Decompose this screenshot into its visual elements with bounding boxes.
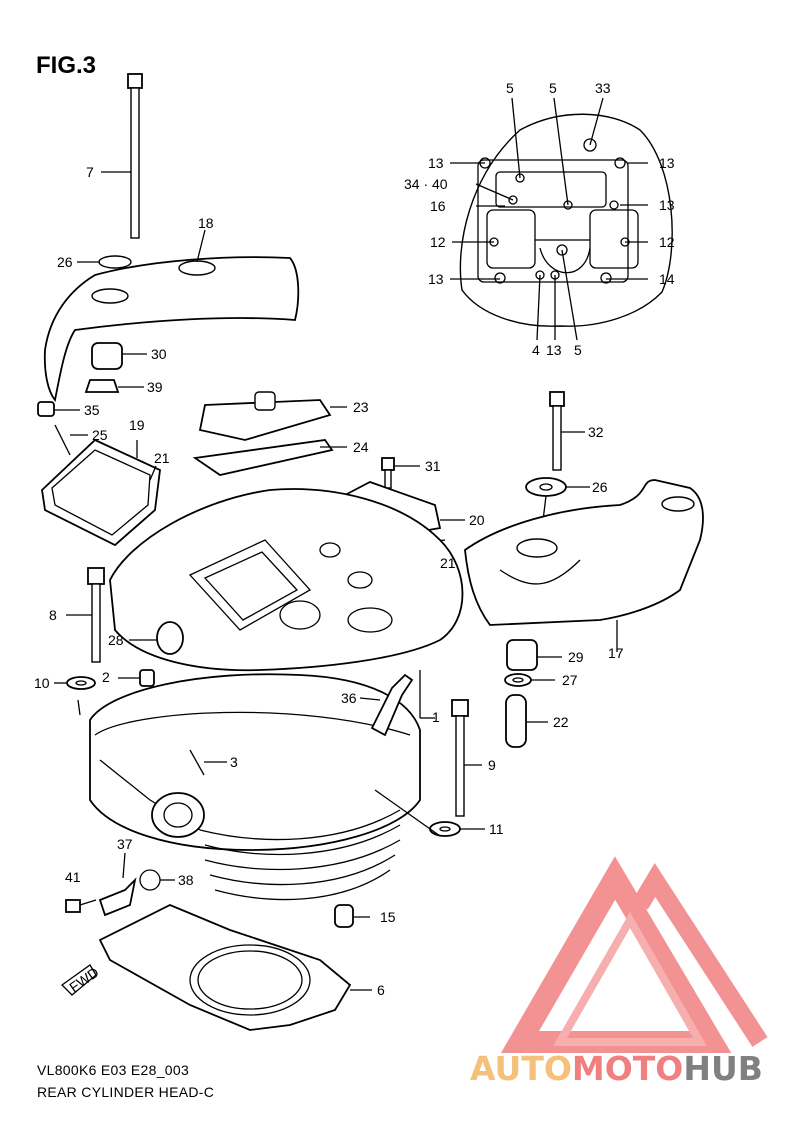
dowel-2	[118, 669, 155, 687]
caption-model-code: VL800K6 E03 E28_003	[37, 1062, 189, 1078]
cylinder-head-1	[77, 488, 464, 901]
callout-22: 22	[553, 714, 569, 730]
callout-29: 29	[568, 649, 584, 665]
callout-3: 3	[230, 754, 238, 770]
callout-13e: 13	[546, 342, 562, 358]
callout-1: 1	[432, 709, 440, 725]
damper-29	[506, 639, 562, 671]
bolt-8	[66, 567, 105, 663]
callout-5a: 5	[506, 80, 514, 96]
callout-8: 8	[49, 607, 57, 623]
callout-41: 41	[65, 869, 81, 885]
callout-33: 33	[595, 80, 611, 96]
callout-20: 20	[469, 512, 485, 528]
callout-26b: 26	[592, 479, 608, 495]
callout-9: 9	[488, 757, 496, 773]
washer-27	[504, 673, 555, 687]
gasket-24	[192, 439, 347, 476]
callout-10: 10	[34, 675, 50, 691]
callout-14: 14	[659, 271, 675, 287]
cover-18	[43, 229, 300, 403]
washer-10	[54, 676, 96, 690]
callout-19: 19	[129, 417, 145, 433]
callout-17: 17	[608, 645, 624, 661]
callout-26a: 26	[57, 254, 73, 270]
cover-19	[41, 438, 161, 547]
collar-39	[84, 379, 144, 393]
callout-35: 35	[84, 402, 100, 418]
o-ring-38	[139, 869, 175, 891]
bolt-9	[451, 699, 482, 817]
watermark-auto: AUTO	[470, 1049, 572, 1088]
bolt-32	[549, 391, 585, 471]
callout-4: 4	[532, 342, 540, 358]
callout-25: 25	[92, 427, 108, 443]
callout-21b: 21	[440, 555, 456, 571]
callout-labels: 1 2 3 4 5 5 5 6 7 8 9 10 11 12 12 13 13 …	[34, 80, 675, 998]
spark-plug-36	[359, 673, 414, 737]
callout-32: 32	[588, 424, 604, 440]
bolt-31	[381, 457, 420, 489]
callout-12a: 12	[430, 234, 446, 250]
washer-26-right	[525, 477, 590, 546]
callout-28: 28	[108, 632, 124, 648]
dowel-15	[334, 904, 370, 928]
fitting-37	[98, 852, 137, 917]
callout-31: 31	[425, 458, 441, 474]
callout-11: 11	[489, 821, 504, 837]
callout-16: 16	[430, 198, 446, 214]
callout-39: 39	[147, 379, 163, 395]
watermark-hub: HUB	[683, 1049, 763, 1088]
collar-22	[505, 694, 548, 748]
callout-21a: 21	[154, 450, 170, 466]
bolt-35	[37, 401, 80, 417]
callout-38: 38	[178, 872, 194, 888]
bolt-7	[101, 73, 143, 239]
callout-5b: 5	[549, 80, 557, 96]
callout-7: 7	[86, 164, 94, 180]
gasket-6	[98, 904, 372, 1031]
callout-37: 37	[117, 836, 133, 852]
fwd-arrow: FWD	[60, 964, 102, 996]
callout-13a: 13	[428, 155, 444, 171]
caption-title: REAR CYLINDER HEAD-C	[37, 1084, 214, 1100]
callout-15: 15	[380, 909, 396, 925]
callout-18: 18	[198, 215, 214, 231]
callout-36: 36	[341, 690, 357, 706]
callout-13b: 13	[659, 155, 675, 171]
callout-5c: 5	[574, 342, 582, 358]
callout-12b: 12	[659, 234, 675, 250]
callout-27: 27	[562, 672, 578, 688]
watermark-logo	[500, 856, 768, 1053]
figure-title: FIG.3	[36, 52, 96, 79]
inset-bolt-pattern	[450, 97, 673, 341]
washer-11	[374, 789, 485, 837]
callout-6: 6	[377, 982, 385, 998]
callout-23: 23	[353, 399, 369, 415]
callout-2: 2	[102, 669, 110, 685]
callout-34-40: 34 · 40	[404, 176, 448, 192]
watermark-text: AUTOMOTOHUB	[470, 1049, 763, 1088]
callout-13d: 13	[659, 197, 675, 213]
callout-30: 30	[151, 346, 167, 362]
bolt-25	[54, 424, 88, 456]
callout-13c: 13	[428, 271, 444, 287]
stud-3	[189, 749, 227, 776]
watermark-moto: MOTO	[572, 1049, 683, 1088]
bolt-41	[65, 899, 97, 913]
damper-30	[91, 342, 147, 370]
plug-28	[129, 621, 184, 655]
gasket-23	[198, 391, 347, 441]
callout-24: 24	[353, 439, 369, 455]
cover-17	[464, 479, 704, 652]
